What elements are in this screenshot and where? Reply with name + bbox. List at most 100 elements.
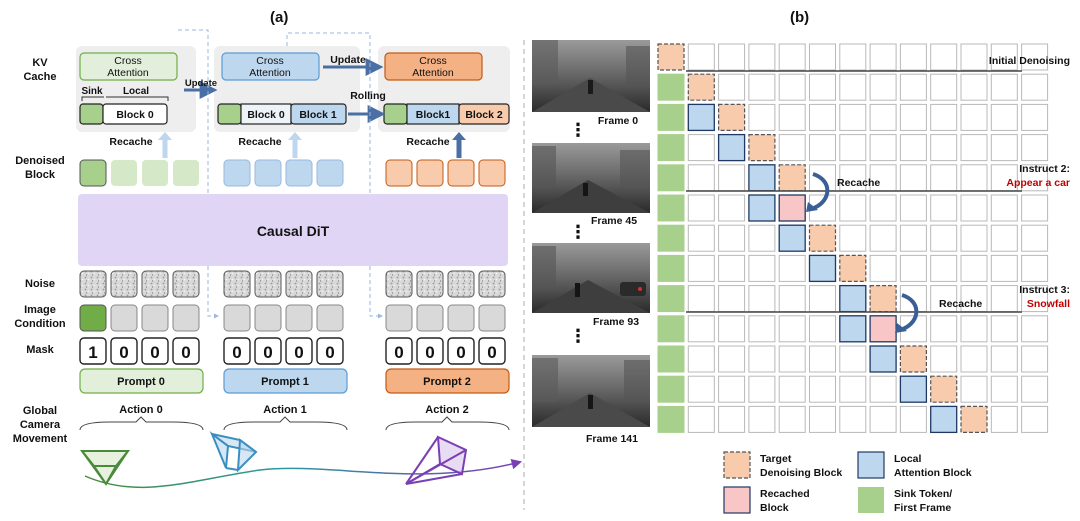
row-label-cache: Cache (23, 71, 56, 83)
grid-cell-normal (778, 73, 806, 101)
grid-cell-normal (960, 73, 988, 101)
mask-0-2 (141, 337, 169, 365)
frame-label-1: Frame 45 (591, 215, 637, 227)
grid-cell-recached (869, 315, 897, 343)
grid-cell-local (748, 194, 776, 222)
grid-cell-normal (778, 254, 806, 282)
legend-target-l1: Target (760, 453, 792, 465)
grid-cell-target (930, 375, 958, 403)
grid-cell-normal (869, 405, 897, 433)
mask-1-1-val: 0 (263, 343, 272, 362)
denoised-1-3 (316, 159, 344, 187)
mask-2-3 (478, 337, 506, 365)
grid-cell-local (869, 345, 897, 373)
mask-2-2 (447, 337, 475, 365)
denoised-1-2 (285, 159, 313, 187)
imgcond-0-0 (79, 304, 107, 332)
grid-cell-normal (748, 285, 776, 313)
row-label-global: Global (23, 405, 57, 417)
row-label-movement: Movement (13, 433, 68, 445)
causal-dit (78, 194, 508, 266)
denoised-0-3 (173, 160, 199, 186)
frame-thumb-1 (532, 143, 650, 213)
frame-thumb-2 (532, 243, 650, 313)
grid-cell-normal (990, 73, 1018, 101)
mask-0-3-val: 0 (181, 343, 190, 362)
cross-attention-0-l1: Cross (114, 55, 141, 67)
action-2-label: Action 2 (425, 404, 468, 416)
prompt-2 (385, 368, 510, 394)
grid-cell-normal (899, 224, 927, 252)
grid-cell-target (748, 134, 776, 162)
denoised-0-1 (111, 160, 137, 186)
kv-block-2-1-label: Block 2 (465, 109, 503, 121)
grid-cell-local (687, 103, 715, 132)
imgcond-2-1 (416, 304, 444, 332)
grid-cell-normal (718, 73, 746, 101)
prompt-1 (223, 368, 348, 394)
grid-cell-normal (960, 285, 988, 313)
noise-0-0 (79, 270, 107, 298)
ellipsis-1: ⋮ (569, 222, 587, 242)
grid-cell-normal (869, 103, 897, 131)
camera-icon-0 (79, 450, 131, 486)
grid-cell-sink (657, 375, 685, 403)
grid-cell-normal (778, 375, 806, 403)
frame-label-0: Frame 0 (598, 115, 638, 127)
grid-cell-normal (778, 405, 806, 433)
noise-1-2 (285, 270, 313, 298)
denoised-2-2 (447, 159, 475, 187)
grid-cell-normal (1021, 224, 1049, 252)
cross-attention-2-l1: Cross (419, 55, 446, 67)
noise-0-2 (141, 270, 169, 298)
grid-cell-sink (657, 194, 685, 222)
imgcond-1-3 (316, 304, 344, 332)
grid-cell-normal (687, 134, 715, 162)
kv-sink-2 (383, 103, 408, 125)
grid-cell-normal (687, 315, 715, 343)
legend-swatch-target (723, 451, 751, 479)
row-label-block: Block (25, 169, 56, 181)
grid-cell-sink (657, 254, 685, 282)
grid-cell-local (839, 315, 867, 343)
grid-cell-normal (1021, 194, 1049, 222)
grid-cell-normal (687, 405, 715, 433)
grid-cell-local (778, 224, 806, 252)
legend-target-l2: Denoising Block (760, 467, 842, 479)
cross-attention-0-l2: Attention (107, 67, 149, 79)
denoised-2-0 (385, 159, 413, 187)
denoised-1-0 (223, 159, 251, 187)
ellipsis-0: ⋮ (569, 120, 587, 140)
grid-cell-normal (930, 315, 958, 343)
grid-cell-target (869, 285, 897, 313)
grid-cell-normal (748, 43, 776, 71)
cross-attention-1-l1: Cross (256, 55, 283, 67)
grid-cell-normal (1021, 405, 1049, 433)
grid-cell-sink (657, 73, 685, 101)
denoised-blocks (79, 159, 506, 187)
denoised-0-0 (79, 159, 107, 187)
legend-sink-l2: First Frame (894, 502, 951, 514)
legend-swatch-local (857, 451, 885, 479)
grid-cell-normal (960, 375, 988, 403)
grid-cell-normal (748, 345, 776, 373)
grid-cell-normal (718, 164, 746, 192)
grid-cell-normal (899, 194, 927, 222)
grid-cell-normal (778, 43, 806, 71)
grid-cell-normal (930, 164, 958, 192)
panel-b-label: (b) (790, 9, 809, 26)
grid-cell-normal (839, 164, 867, 192)
grid-cell-normal (839, 224, 867, 252)
annot-instruct2-detail: Appear a car (1006, 177, 1070, 189)
grid-cell-local (899, 375, 928, 403)
recache-curve-2-head (895, 323, 907, 333)
grid-cell-normal (809, 43, 836, 71)
annot-instruct3-detail: Snowfall (1027, 298, 1070, 310)
imgcond-0-3 (172, 304, 200, 332)
noise-2-3 (478, 270, 506, 298)
camera-icon-2 (405, 435, 468, 485)
row-label-condition: Condition (14, 318, 66, 330)
grid-cell-normal (869, 375, 897, 403)
grid-cell-normal (869, 134, 897, 162)
